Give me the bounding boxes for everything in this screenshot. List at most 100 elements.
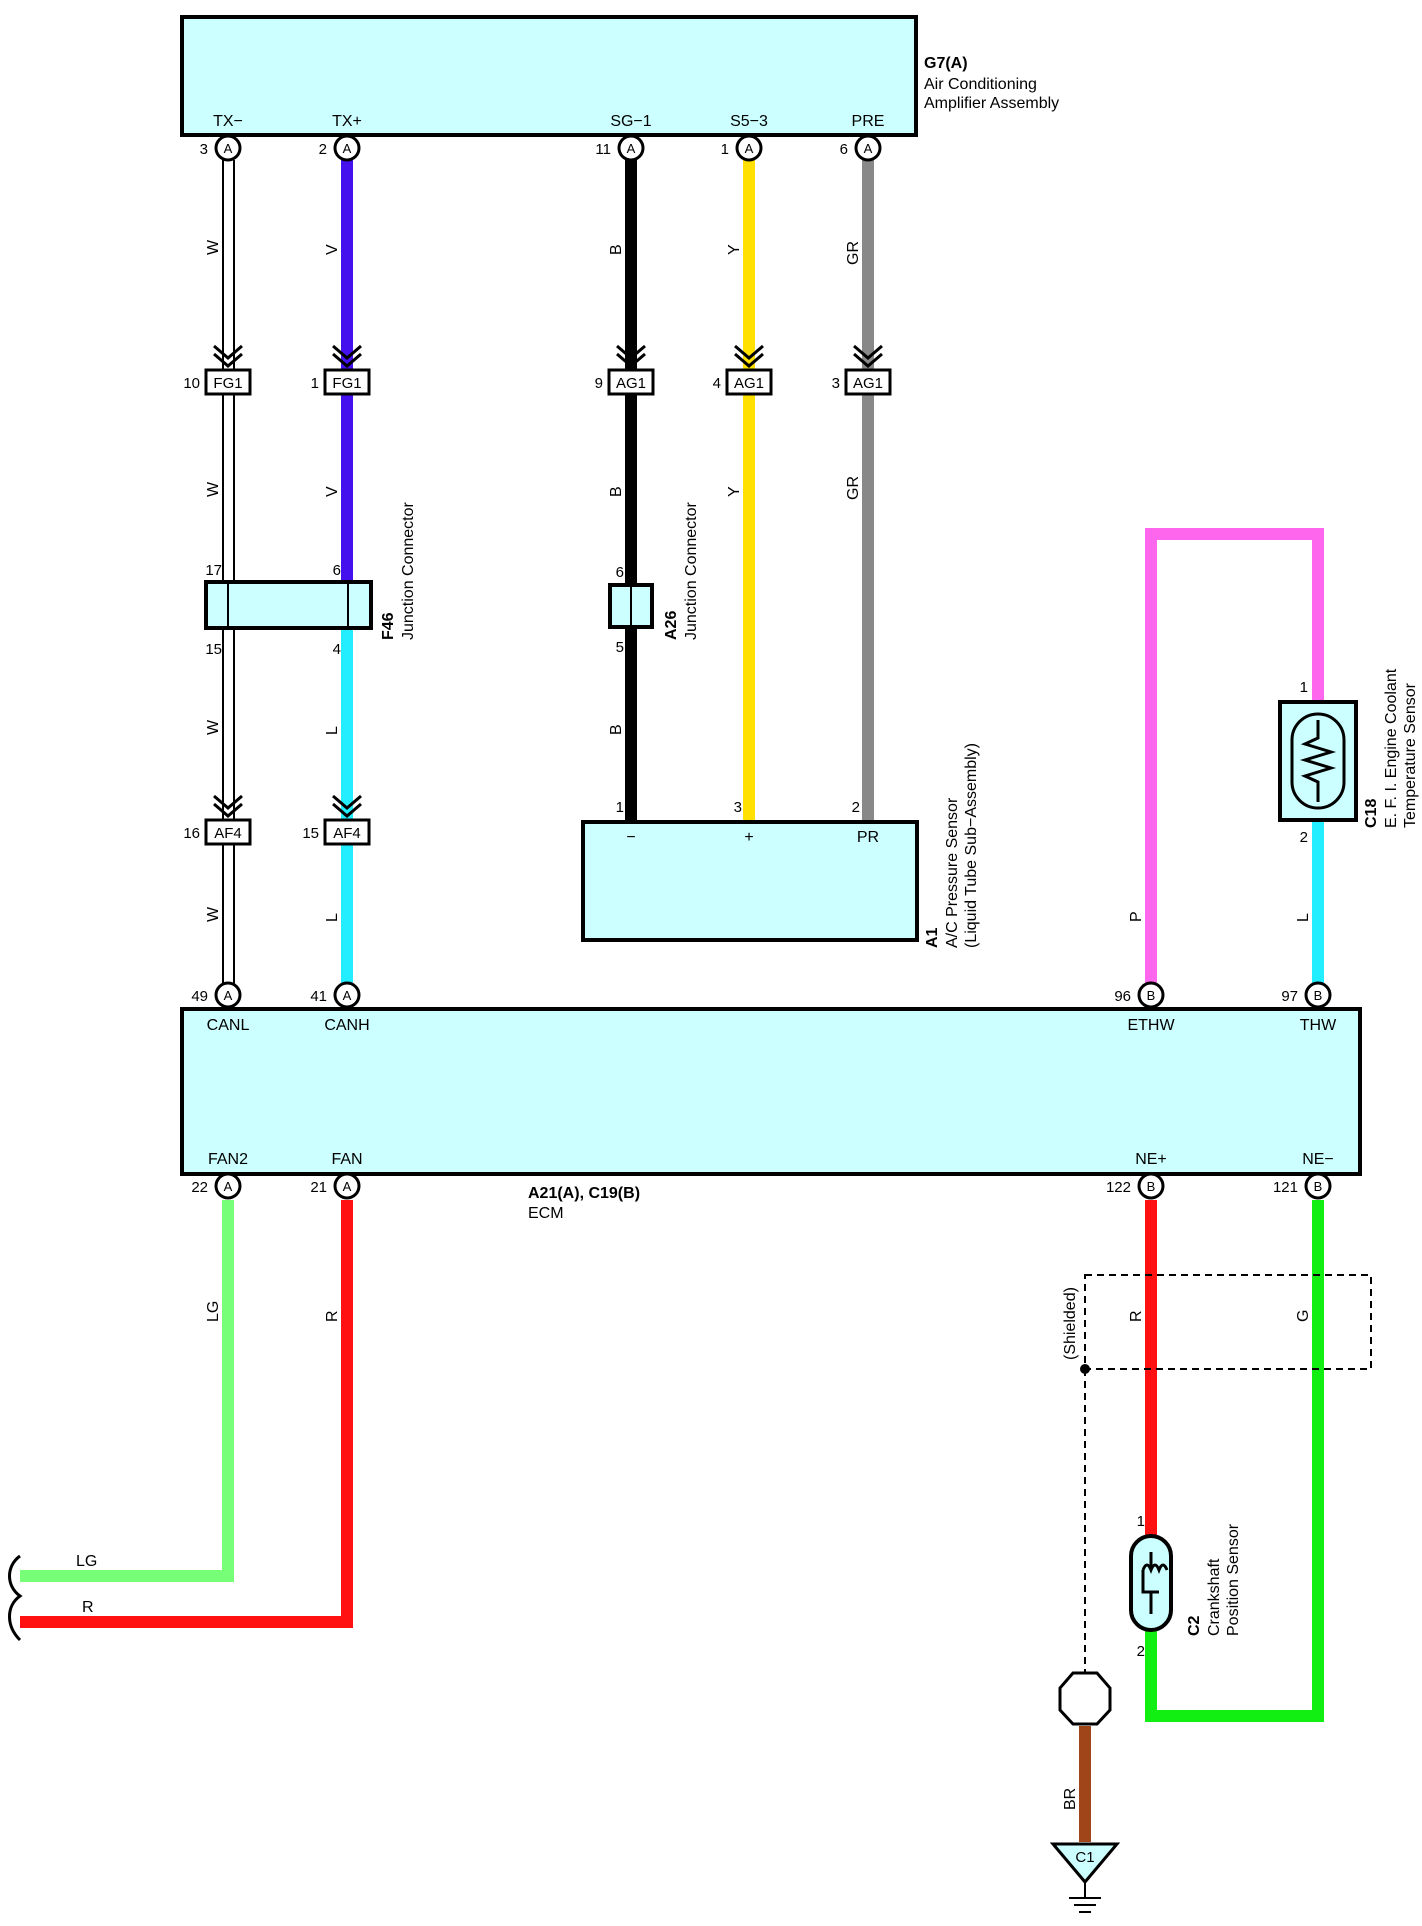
ecm-label-ethw: ETHW [1127, 1017, 1175, 1034]
pin-ethw: 96 B [1114, 981, 1165, 1009]
crankshaft-sensor: 1 2 C2 Crankshaft Position Sensor [1129, 1513, 1242, 1660]
svg-text:AG1: AG1 [616, 375, 646, 392]
ecm-label-canh: CANH [324, 1017, 369, 1034]
pin-label-tx-minus: TX− [213, 113, 243, 130]
svg-text:97: 97 [1281, 988, 1298, 1005]
connector-fg1-b: FG1 1 [311, 368, 371, 396]
lower-wires: LG R R G LG R [8, 1200, 1324, 1722]
a1-label-plus: + [744, 829, 753, 846]
a1-name-line2: (Liquid Tube Sub−Assembly) [963, 743, 980, 948]
resistor-icon [1299, 720, 1337, 802]
svg-text:B: B [1147, 988, 1156, 1003]
svg-text:AF4: AF4 [214, 825, 242, 842]
pressure-sensor: 1 3 2 − + PR A1 A/C Pressure Sensor (Liq… [581, 743, 980, 948]
svg-text:A: A [343, 141, 352, 156]
ecm-label-ne-plus: NE+ [1135, 1151, 1167, 1168]
wire-label-l-3: L [1295, 913, 1312, 922]
wire-label-w-4: W [205, 906, 222, 922]
svg-text:6: 6 [840, 141, 848, 158]
wire-fan2-lightgreen [20, 1200, 234, 1582]
a1-pin-pr: 2 [852, 799, 860, 816]
wire-label-w-2: W [205, 481, 222, 497]
pin-fan: 21 A [310, 1172, 361, 1200]
pin-pre: 6 A [840, 134, 882, 162]
wire-ethw-pink [1145, 528, 1324, 995]
a26-name: Junction Connector [683, 501, 700, 640]
a1-label-minus: − [626, 829, 635, 846]
svg-text:FG1: FG1 [213, 375, 242, 392]
chevron-icon [616, 344, 646, 368]
amplifier-name-line2: Amplifier Assembly [924, 95, 1059, 112]
coil-icon [1141, 1552, 1169, 1614]
svg-text:21: 21 [310, 1179, 327, 1196]
chevron-icon [734, 344, 764, 368]
svg-text:1: 1 [721, 141, 729, 158]
pressure-sensor-box [581, 820, 919, 942]
wire-label-g: G [1295, 1310, 1312, 1322]
svg-text:49: 49 [191, 988, 208, 1005]
connector-ag1-c: AG1 3 [832, 368, 892, 396]
ground-circuit: BR C1 [1049, 1671, 1121, 1913]
wire-label-p: P [1128, 911, 1145, 922]
svg-text:A: A [224, 1179, 233, 1194]
wire-label-r-1: R [324, 1310, 341, 1322]
wire-label-y-1: Y [726, 244, 743, 255]
svg-text:41: 41 [310, 988, 327, 1005]
wire-label-v-2: V [324, 486, 341, 497]
pin-tx-plus: 2 A [319, 134, 361, 162]
crank-sensor-body [1129, 1534, 1173, 1632]
c18-name-line1: E. F. I. Engine Coolant [1383, 668, 1400, 828]
svg-text:122: 122 [1106, 1179, 1131, 1196]
svg-text:AF4: AF4 [333, 825, 361, 842]
pin-label-tx-plus: TX+ [332, 113, 362, 130]
amplifier-name-line1: Air Conditioning [924, 76, 1037, 93]
wire-label-w-1: W [205, 239, 222, 255]
wire-label-l-1: L [324, 726, 341, 735]
chevron-icon [853, 344, 883, 368]
svg-text:96: 96 [1114, 988, 1131, 1005]
svg-text:A: A [224, 988, 233, 1003]
wire-label-b-3: B [608, 724, 625, 735]
ecm: CANL CANH ETHW THW FAN2 FAN NE+ NE− A21(… [180, 1007, 1362, 1222]
wire-label-b-2: B [608, 486, 625, 497]
coolant-temp-sensor: 1 2 C18 E. F. I. Engine Coolant Temperat… [1278, 668, 1419, 846]
ground-connector-icon [1049, 1842, 1121, 1885]
amplifier-assembly: G7(A) Air Conditioning Amplifier Assembl… [180, 15, 1059, 137]
wire-label-r-3: R [82, 1599, 94, 1616]
ecm-label-canl: CANL [207, 1017, 250, 1034]
wire-label-lg-1: LG [205, 1301, 222, 1322]
connector-af4-a: AF4 16 [183, 818, 252, 846]
coolant-circuit: P L 1 2 C18 E. F. I. Engine Coolant Temp… [1128, 528, 1419, 995]
f46-pin-15: 15 [205, 641, 222, 658]
chevron-icon [213, 344, 243, 368]
shield-box [1084, 1274, 1372, 1370]
junction-a26: 6 5 A26 Junction Connector [608, 501, 700, 656]
pin-label-sg1: SG−1 [610, 113, 651, 130]
c2-name-line2: Position Sensor [1225, 1523, 1242, 1636]
wire-fan-red [20, 1200, 353, 1628]
f46-code: F46 [380, 612, 397, 640]
a1-code: A1 [924, 927, 941, 948]
shield: (Shielded) [1062, 1274, 1372, 1673]
thermistor-icon [1290, 712, 1346, 810]
svg-text:A: A [343, 988, 352, 1003]
amplifier-pins: 3 A 2 A 11 A 1 A 6 A [200, 134, 882, 162]
svg-text:FG1: FG1 [332, 375, 361, 392]
a1-pin-plus: 3 [734, 799, 742, 816]
svg-text:4: 4 [713, 375, 721, 392]
svg-text:A: A [864, 141, 873, 156]
wire-tx-minus [222, 160, 235, 995]
pin-tx-minus: 3 A [200, 134, 242, 162]
shield-label: (Shielded) [1062, 1287, 1079, 1360]
pin-ne-minus: 121 B [1273, 1172, 1332, 1200]
svg-text:1: 1 [311, 375, 319, 392]
svg-text:9: 9 [595, 375, 603, 392]
junction-f46: 17 6 15 4 F46 Junction Connector [204, 501, 417, 658]
ecm-box [180, 1007, 1362, 1176]
wire-label-y-2: Y [726, 486, 743, 497]
svg-text:B: B [1314, 1179, 1323, 1194]
c2-pin-2: 2 [1137, 1643, 1145, 1660]
ecm-label-fan2: FAN2 [208, 1151, 248, 1168]
svg-text:11: 11 [595, 141, 611, 158]
connectors-row2: AF4 16 AF4 15 [183, 818, 371, 846]
